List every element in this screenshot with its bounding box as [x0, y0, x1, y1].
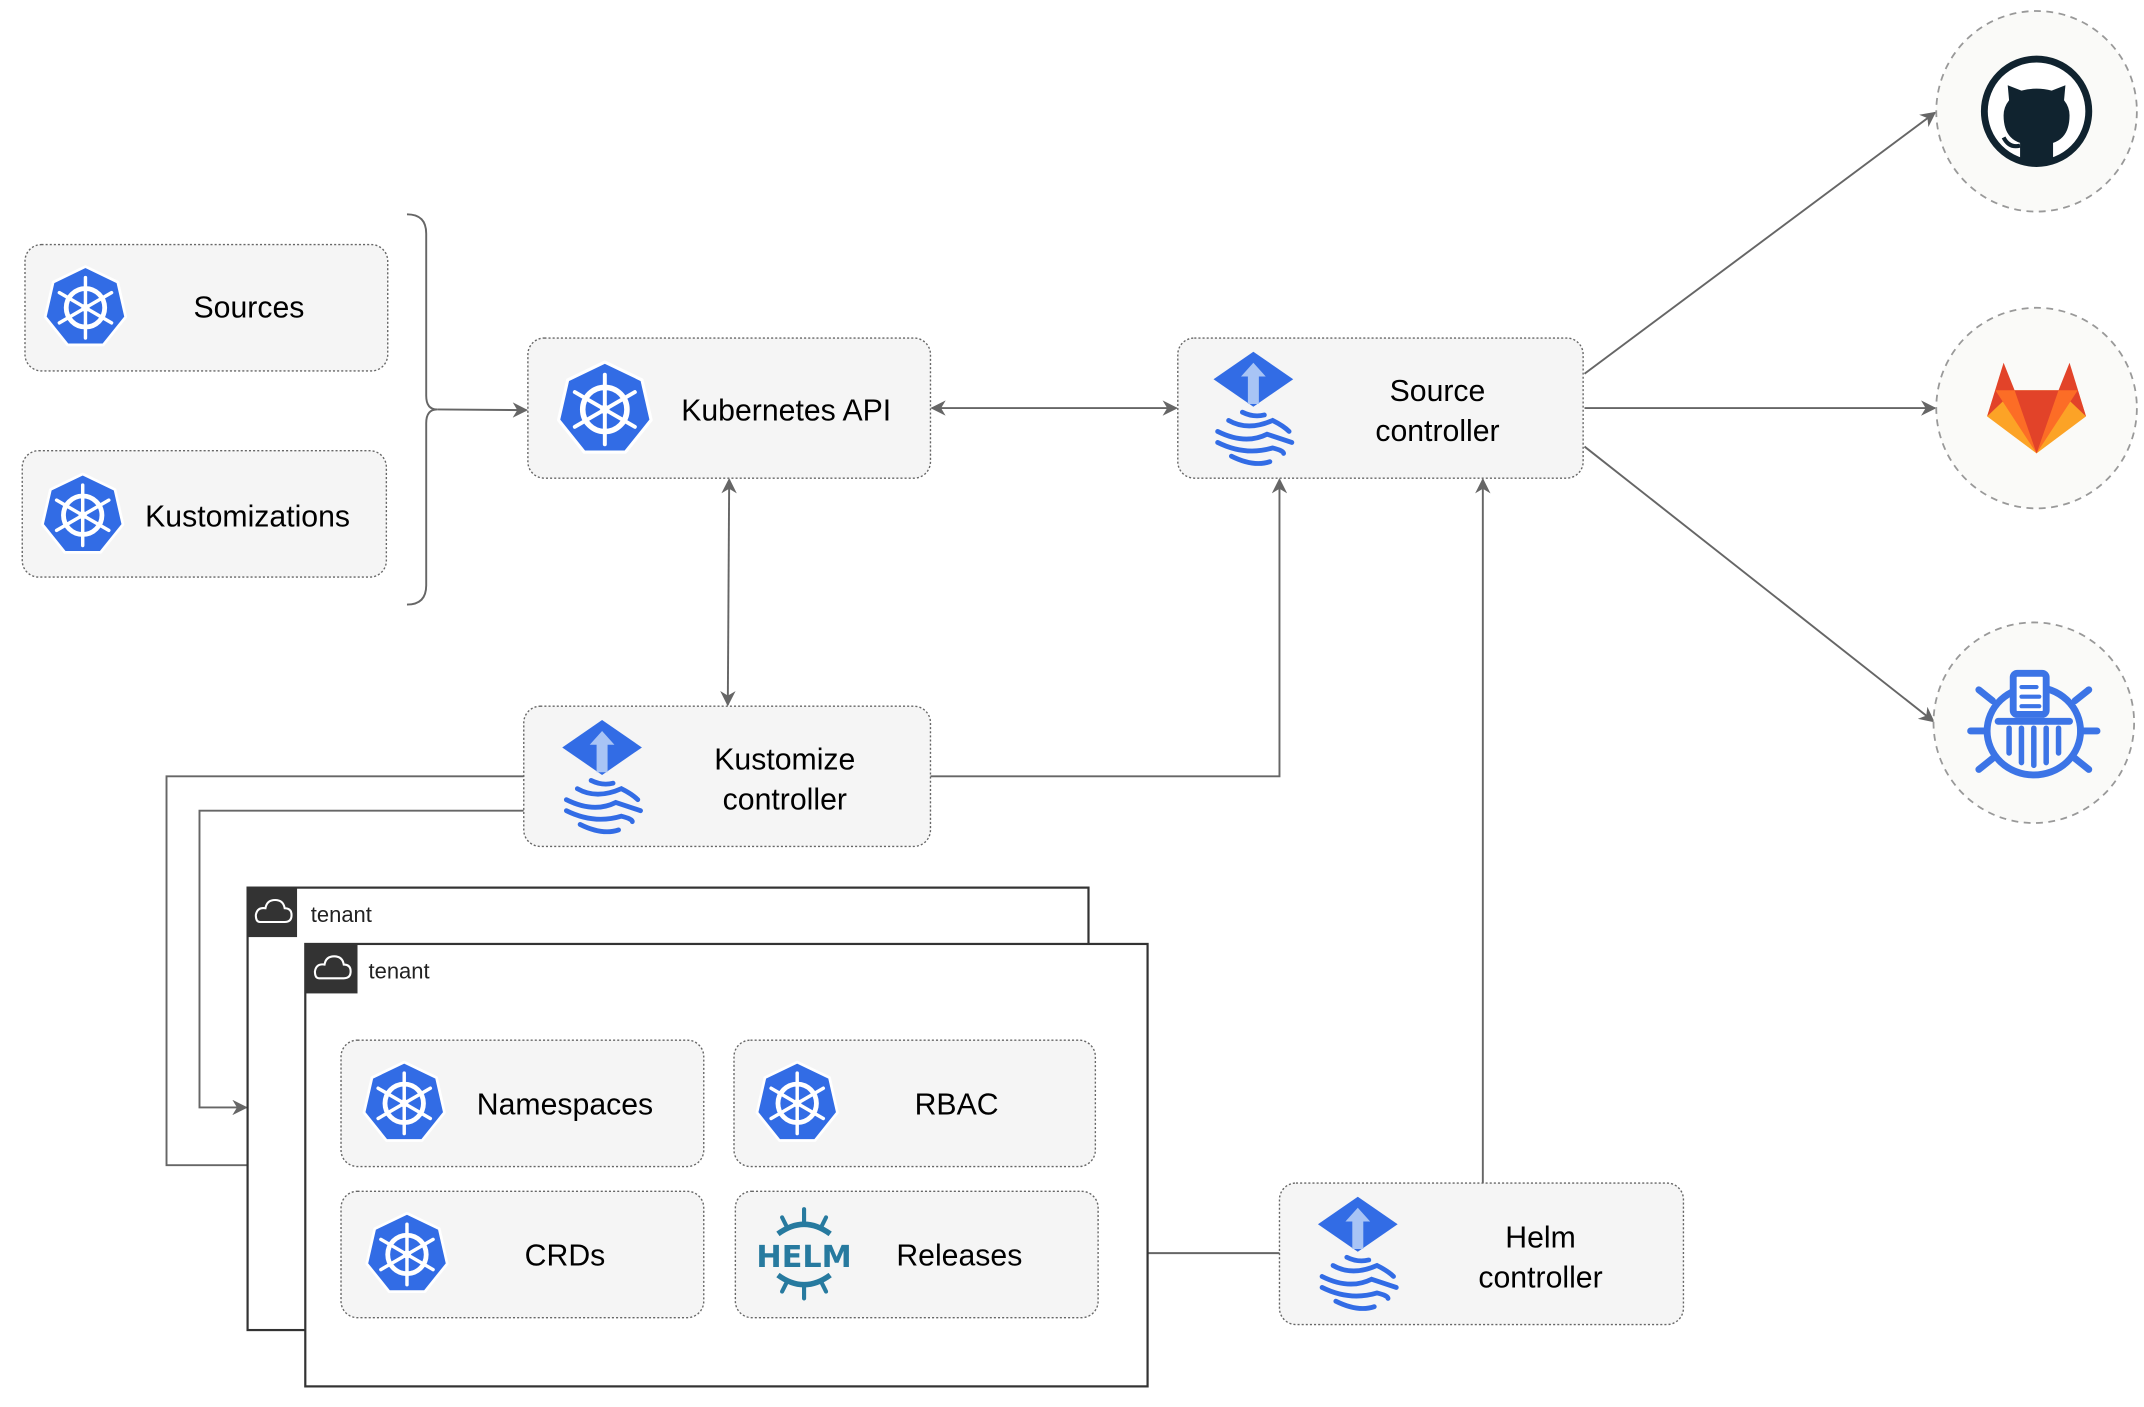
helm-icon: HELM	[756, 1207, 852, 1301]
tenant-group-2[interactable]: tenant Namespaces RBAC CRDs	[304, 942, 1149, 1388]
edge-resources-to-api	[437, 402, 529, 418]
node-label-line-2: controller	[1375, 415, 1499, 448]
node-kubernetes-api[interactable]: Kubernetes API	[527, 337, 932, 479]
tenant-label: tenant	[311, 902, 372, 927]
node-label: RBAC	[915, 1088, 999, 1121]
node-label: Namespaces	[477, 1088, 653, 1121]
edge-source-to-github	[1583, 111, 1937, 375]
edge-source-to-bucket	[1583, 445, 1935, 723]
node-crds[interactable]: CRDs	[340, 1190, 705, 1319]
edge-kustomize-to-source	[930, 477, 1288, 778]
node-label-line-2: controller	[1478, 1261, 1602, 1294]
node-releases[interactable]: HELM Releases	[734, 1190, 1099, 1319]
gitlab-source[interactable]	[1935, 306, 2138, 510]
helm-logo-text: HELM	[756, 1240, 851, 1275]
grouping-brace	[406, 213, 438, 606]
bucket-source[interactable]	[1932, 621, 2136, 824]
node-kustomizations[interactable]: Kustomizations	[21, 449, 388, 578]
node-label-line-1: Helm	[1505, 1222, 1576, 1255]
node-label-line-2: controller	[723, 783, 847, 816]
bucket-icon	[1967, 669, 2101, 779]
node-label-line-1: Kustomize	[714, 743, 855, 776]
node-sources[interactable]: Sources	[24, 243, 389, 372]
node-helm-controller[interactable]: Helm controller	[1278, 1182, 1685, 1326]
node-label-line-1: Source	[1390, 375, 1486, 408]
edge-api-kustomize-controller	[720, 477, 737, 707]
edge-kustomize-to-tenant-2	[165, 775, 524, 1173]
node-namespaces[interactable]: Namespaces	[340, 1039, 705, 1168]
node-source-controller[interactable]: Source controller	[1177, 337, 1584, 479]
edge-kustomize-to-tenant-1	[198, 809, 524, 1116]
node-label: Kubernetes API	[681, 394, 891, 427]
gitlab-icon	[1987, 362, 2087, 454]
github-icon	[1980, 55, 2093, 167]
tenant-label: tenant	[369, 958, 430, 983]
node-label: Releases	[896, 1239, 1022, 1272]
node-label: CRDs	[525, 1239, 606, 1272]
node-kustomize-controller[interactable]: Kustomize controller	[523, 705, 932, 848]
node-rbac[interactable]: RBAC	[733, 1039, 1097, 1168]
github-source[interactable]	[1935, 10, 2138, 213]
node-label: Sources	[194, 291, 305, 324]
node-label: Kustomizations	[145, 500, 350, 533]
